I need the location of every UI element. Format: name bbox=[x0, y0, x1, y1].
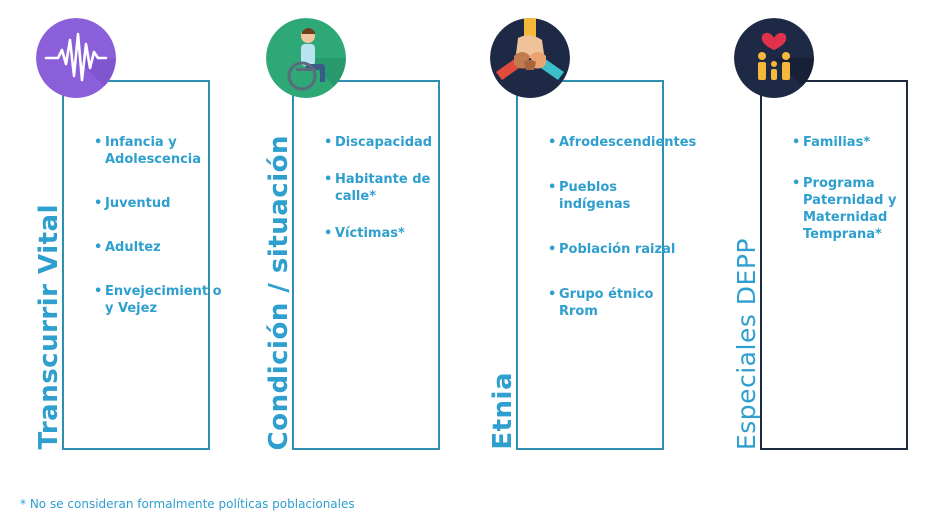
list-item: Pueblos indígenas bbox=[548, 179, 683, 213]
column-title: Especiales DEPP bbox=[732, 237, 761, 450]
column-condicion-situacion: Discapacidad Habitante de calle* Víctima… bbox=[244, 0, 454, 470]
footnote: * No se consideran formalmente políticas… bbox=[20, 497, 355, 511]
list-item: Programa Paternidad y Maternidad Tempran… bbox=[792, 175, 927, 243]
item-list: Afrodescendientes Pueblos indígenas Pobl… bbox=[548, 134, 696, 320]
list-item: Habitante de calle* bbox=[324, 171, 459, 205]
wheelchair-person-icon bbox=[266, 18, 346, 98]
column-title: Transcurrir Vital bbox=[34, 204, 64, 450]
item-list: Infancia y Adolescencia Juventud Adultez… bbox=[94, 134, 229, 317]
list-item: Juventud bbox=[94, 195, 229, 212]
list-item: Familias* bbox=[792, 134, 927, 151]
column-panel: Infancia y Adolescencia Juventud Adultez… bbox=[62, 80, 222, 450]
list-item: Discapacidad bbox=[324, 134, 459, 151]
family-heart-icon bbox=[734, 18, 814, 98]
list-item: Afrodescendientes bbox=[548, 134, 696, 151]
column-especiales-depp: Familias* Programa Paternidad y Maternid… bbox=[712, 0, 922, 470]
column-panel: Afrodescendientes Pueblos indígenas Pobl… bbox=[516, 80, 696, 450]
list-item: Grupo étnico Rrom bbox=[548, 286, 683, 320]
column-transcurrir-vital: Infancia y Adolescencia Juventud Adultez… bbox=[14, 0, 224, 470]
column-title: Condición / situación bbox=[264, 134, 294, 450]
list-item: Infancia y Adolescencia bbox=[94, 134, 229, 168]
item-list: Familias* Programa Paternidad y Maternid… bbox=[792, 134, 927, 243]
heartbeat-wave-icon bbox=[36, 18, 116, 98]
list-item: Población raizal bbox=[548, 241, 683, 258]
column-panel: Discapacidad Habitante de calle* Víctima… bbox=[292, 80, 440, 450]
list-item: Adultez bbox=[94, 239, 229, 256]
list-item: Envejecimient o y Vejez bbox=[94, 283, 229, 317]
column-panel: Familias* Programa Paternidad y Maternid… bbox=[760, 80, 908, 450]
joined-hands-icon bbox=[490, 18, 570, 98]
item-list: Discapacidad Habitante de calle* Víctima… bbox=[324, 134, 459, 242]
list-item: Víctimas* bbox=[324, 225, 459, 242]
column-title: Etnia bbox=[488, 372, 518, 450]
column-etnia: Afrodescendientes Pueblos indígenas Pobl… bbox=[468, 0, 696, 470]
